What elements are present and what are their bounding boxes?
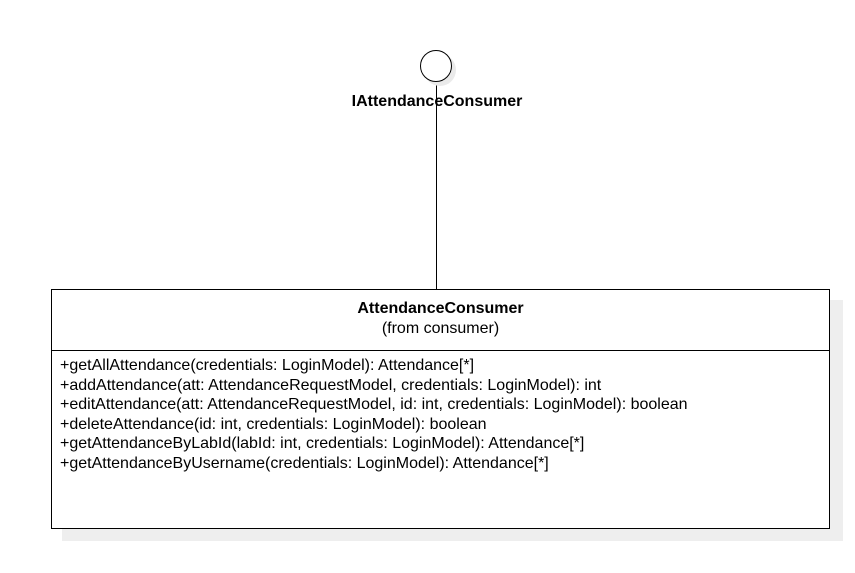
operations-compartment: +getAllAttendance(credentials: LoginMode…	[52, 351, 829, 473]
interface-name: IAttendanceConsumer	[351, 93, 523, 110]
operation-delete-attendance: +deleteAttendance(id: int, credentials: …	[60, 415, 487, 433]
operation-get-all-attendance: +getAllAttendance(credentials: LoginMode…	[60, 357, 475, 374]
operation-edit-attendance: +editAttendance(att: AttendanceRequestMo…	[60, 396, 688, 413]
class-package: (from consumer)	[381, 320, 500, 337]
operation-add-attendance: +addAttendance(att: AttendanceRequestMod…	[60, 376, 602, 394]
class-box[interactable]: AttendanceConsumer (from consumer) +getA…	[51, 289, 830, 529]
operation-get-attendance-by-username: +getAttendanceByUsername(credentials: Lo…	[60, 454, 549, 472]
interface-realization-line	[436, 82, 438, 289]
class-header: AttendanceConsumer (from consumer)	[52, 290, 829, 351]
interface-lollipop-icon[interactable]	[420, 50, 452, 82]
class-name: AttendanceConsumer	[357, 300, 524, 317]
operation-get-attendance-by-lab-id: +getAttendanceByLabId(labId: int, creden…	[60, 435, 585, 452]
